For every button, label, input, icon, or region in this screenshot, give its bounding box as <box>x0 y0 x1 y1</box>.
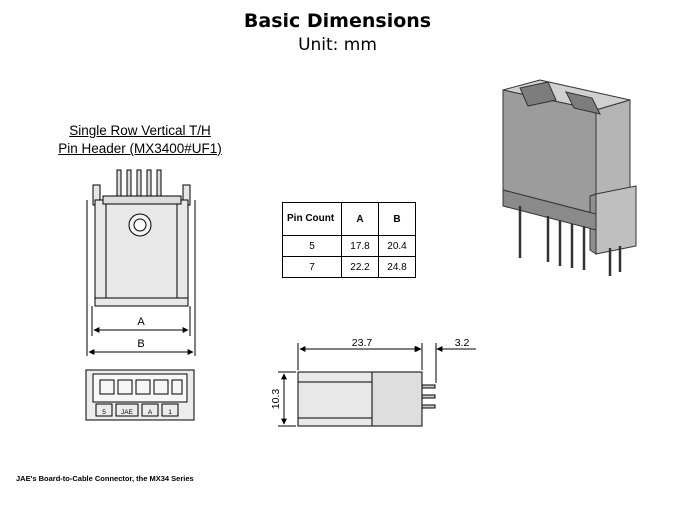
footer-text: JAE's Board-to-Cable Connector, the MX34… <box>16 474 194 483</box>
side-view-drawing <box>278 343 476 427</box>
bottom-label: 1 <box>168 409 172 416</box>
side-width-label: 23.7 <box>352 337 373 349</box>
page-subtitle: Unit: mm <box>298 35 377 55</box>
table-header-b: B <box>378 202 416 236</box>
table-header-pin-count: Pin Count <box>282 202 342 236</box>
front-dim-b-label: B <box>137 338 144 350</box>
front-view-drawing <box>86 169 196 356</box>
pins <box>116 169 162 203</box>
page-title: Basic Dimensions <box>243 10 432 32</box>
table-cell: 24.8 <box>378 256 416 278</box>
table-header-a: A <box>341 202 379 236</box>
side-pin-offset-label: 3.2 <box>455 337 470 349</box>
table-row: 5 17.8 20.4 <box>282 235 416 257</box>
connector-3d-render <box>502 79 637 276</box>
dimension-table: Pin Count A B 5 17.8 20.4 7 22.2 24.8 <box>282 202 416 278</box>
side-height-label: 10.3 <box>270 389 282 410</box>
bottom-label: 5 <box>102 409 106 416</box>
bottom-label: JAE <box>121 409 134 416</box>
bottom-view-drawing <box>85 369 195 421</box>
caption-line-2: Pin Header (MX3400#UF1) <box>58 141 222 156</box>
bottom-label: A <box>148 409 153 416</box>
front-dim-a-label: A <box>137 316 145 328</box>
caption-line-1: Single Row Vertical T/H <box>69 123 211 138</box>
table-row: 7 22.2 24.8 <box>282 256 416 278</box>
table-header-row: Pin Count A B <box>282 202 416 236</box>
